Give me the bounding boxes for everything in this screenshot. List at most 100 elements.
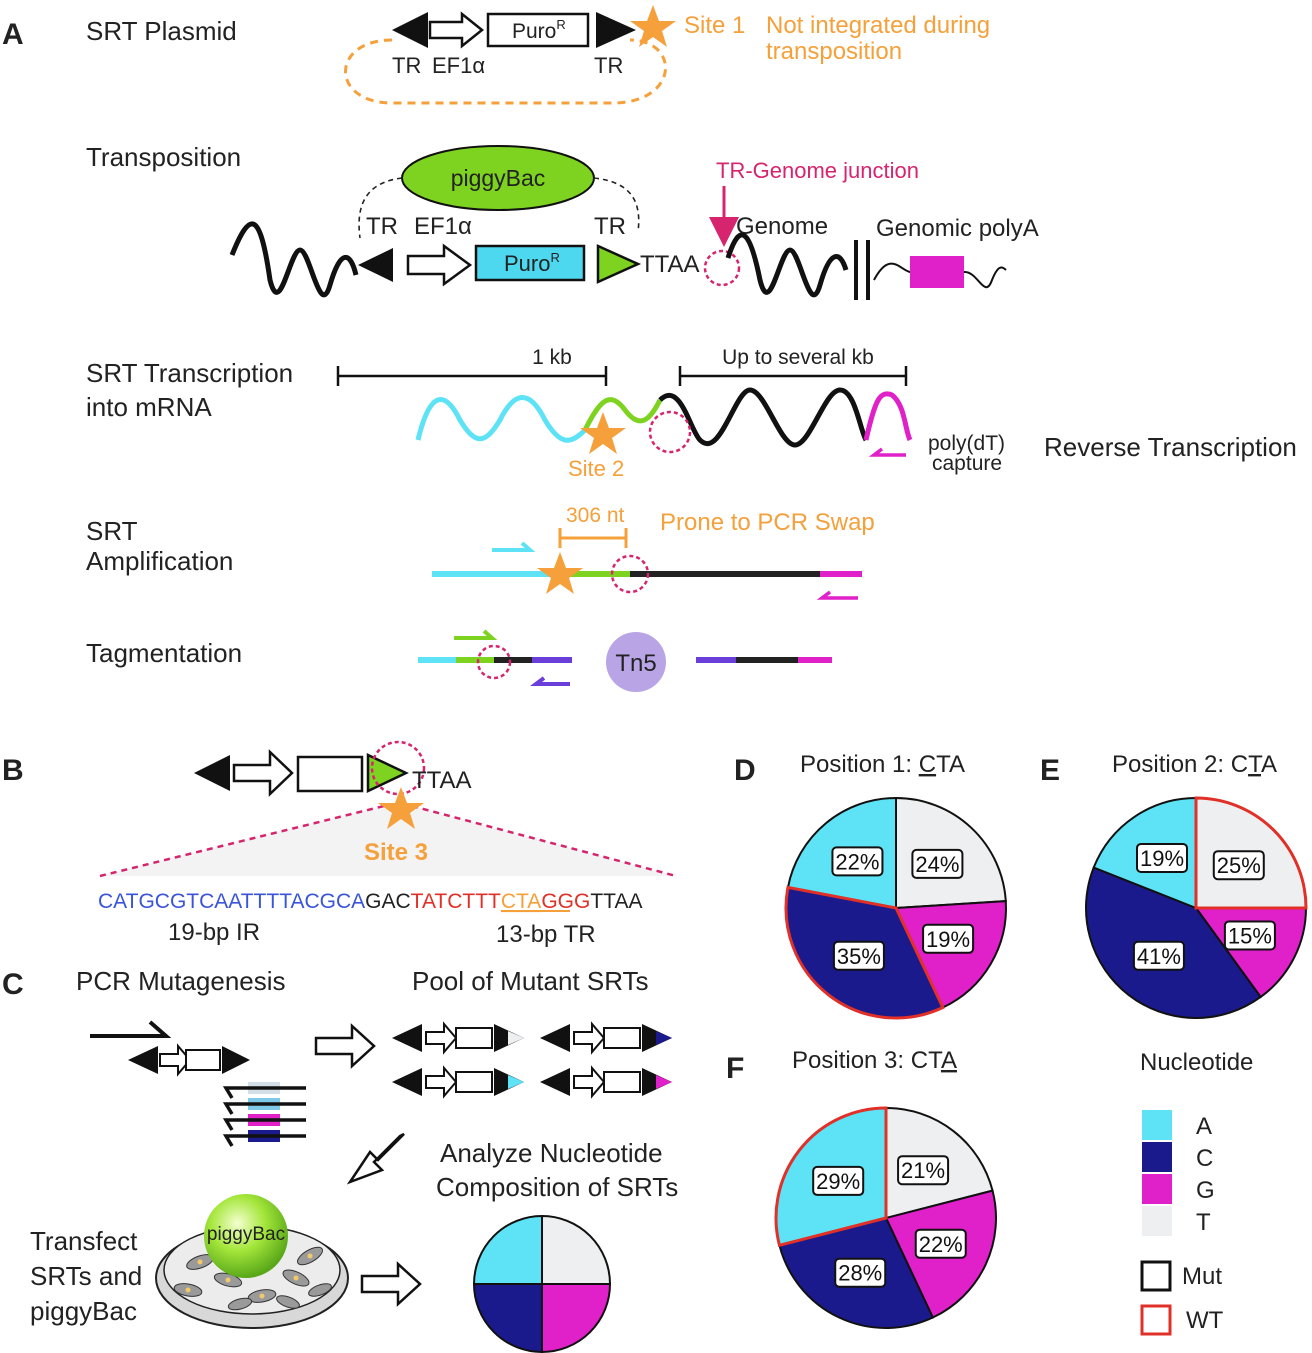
- pie-slice-a: [472, 1214, 543, 1285]
- junction-circle: [476, 644, 512, 680]
- not-integrated-label: transposition: [766, 38, 902, 65]
- chart-title-d: Position 1: CTA: [800, 751, 965, 778]
- ef1a-label: EF1α: [414, 213, 472, 240]
- panel-label-b: B: [2, 754, 24, 787]
- legend-swatch-c: [1142, 1142, 1172, 1172]
- transposition-label: Transposition: [86, 142, 241, 172]
- data-label: 19%: [1140, 846, 1184, 871]
- data-label: 28%: [838, 1261, 882, 1286]
- wildtype-outline: [774, 1106, 888, 1248]
- mrna-genome-segment: [658, 387, 869, 448]
- transposase-link: [358, 177, 403, 239]
- data-label-box: [1132, 940, 1185, 971]
- panel-label-a: A: [2, 18, 24, 51]
- transfect-label: Transfect: [30, 1226, 138, 1256]
- nt306-label: 306 nt: [566, 504, 625, 527]
- wildtype-outline: [1194, 796, 1308, 910]
- legend-swatch-t: [1142, 1206, 1172, 1236]
- puro-box: [185, 1049, 221, 1071]
- puro-box: [486, 12, 590, 48]
- pie-slice-t: [541, 1214, 612, 1285]
- tr-left-triangle: [128, 1046, 158, 1074]
- wildtype-outline: [784, 885, 945, 1020]
- pie-chart-f: 21%22%28%29%: [774, 1106, 997, 1329]
- genomic-polya-label: Genomic polyA: [876, 215, 1039, 242]
- data-label: 21%: [901, 1158, 945, 1183]
- data-label-box: [832, 940, 885, 971]
- one-kb-label: 1 kb: [532, 346, 572, 369]
- several-kb-label: Up to several kb: [722, 346, 874, 369]
- puro-label: PuroR: [504, 250, 560, 276]
- legend-wt-swatch: [1140, 1304, 1172, 1336]
- reverse-primer-icon: [816, 590, 858, 600]
- promoter-arrow-icon: [159, 1043, 192, 1077]
- ef1a-label: EF1α: [432, 53, 485, 78]
- mrna-puro-segment: [415, 395, 587, 443]
- srt-amplification-label: SRT: [86, 516, 138, 546]
- site3-star-icon: [378, 787, 424, 829]
- data-label-box: [812, 1165, 865, 1196]
- piggybac-label: piggyBac: [451, 165, 546, 191]
- ef1a-promoter-arrow: [232, 749, 294, 797]
- pie-slice-c: [472, 1283, 543, 1353]
- mrna-tr-segment: [582, 397, 663, 432]
- legend-title: Nucleotide: [1140, 1049, 1253, 1076]
- plasmid-backbone: [344, 38, 667, 105]
- transfect-label: piggyBac: [30, 1296, 137, 1326]
- reverse-transcription-label: Reverse Transcription: [1044, 432, 1297, 462]
- ef1a-promoter-arrow: [406, 243, 473, 287]
- legend-label-c: C: [1196, 1145, 1213, 1172]
- piggybac-ball-label: piggyBac: [207, 1224, 285, 1245]
- transposase-link: [593, 177, 640, 233]
- data-label-box: [834, 1257, 887, 1288]
- ir-label: 19-bp IR: [168, 919, 260, 946]
- tr-left-triangle: [194, 755, 230, 791]
- process-arrow-icon: [314, 1023, 376, 1069]
- mutant-srt: [540, 1065, 672, 1099]
- data-label: 19%: [926, 927, 970, 952]
- polydt-label: poly(dT): [928, 432, 1005, 455]
- forward-primer-icon: [492, 541, 536, 552]
- junction-circle: [703, 249, 741, 287]
- legend-label-g: G: [1196, 1177, 1215, 1204]
- forward-primer-icon: [90, 1020, 172, 1038]
- tr-genome-junction-label: TR-Genome junction: [716, 158, 919, 183]
- data-label-box: [1212, 850, 1265, 881]
- zoom-region: [100, 806, 676, 876]
- analyze-label: Analyze Nucleotide: [440, 1138, 663, 1168]
- data-label: 24%: [915, 852, 959, 877]
- data-label: 25%: [1217, 853, 1261, 878]
- panel-label-c: C: [2, 968, 24, 1001]
- genome-wave-left: [229, 221, 359, 298]
- primer-icon: [530, 676, 570, 686]
- piggybac-ball: [204, 1194, 288, 1278]
- site1-star-icon: [630, 5, 676, 47]
- pcr-mutagenesis-label: PCR Mutagenesis: [76, 966, 286, 996]
- zoom-circle: [370, 740, 426, 796]
- mutant-srt: [540, 1021, 672, 1055]
- data-label: 22%: [919, 1232, 963, 1257]
- pie-chart-e: 25%15%41%19%: [1085, 796, 1308, 1020]
- tr-right-triangle: [222, 1046, 250, 1074]
- zoom-line: [99, 804, 385, 878]
- puro-box: [474, 244, 586, 282]
- pie-slice-g: [541, 1283, 612, 1353]
- genome-label: Genome: [736, 213, 828, 240]
- srt-plasmid-label: SRT Plasmid: [86, 16, 237, 46]
- polydt-primer-icon: [868, 447, 906, 457]
- data-label-box: [1135, 842, 1188, 873]
- puro-box: [296, 755, 364, 793]
- srt-transcription-label: into mRNA: [86, 392, 212, 422]
- analyze-label: Composition of SRTs: [436, 1172, 678, 1202]
- polydt-label: capture: [932, 452, 1002, 475]
- tr-left-triangle: [392, 12, 428, 48]
- legend-swatch-g: [1142, 1174, 1172, 1204]
- data-label-box: [922, 923, 975, 954]
- mutant-srt: [392, 1021, 524, 1055]
- chart-title-f: Position 3: CTA: [792, 1047, 957, 1074]
- data-label-box: [914, 1228, 967, 1259]
- transfect-label: SRTs and: [30, 1261, 142, 1291]
- not-integrated-label: Not integrated during: [766, 12, 990, 39]
